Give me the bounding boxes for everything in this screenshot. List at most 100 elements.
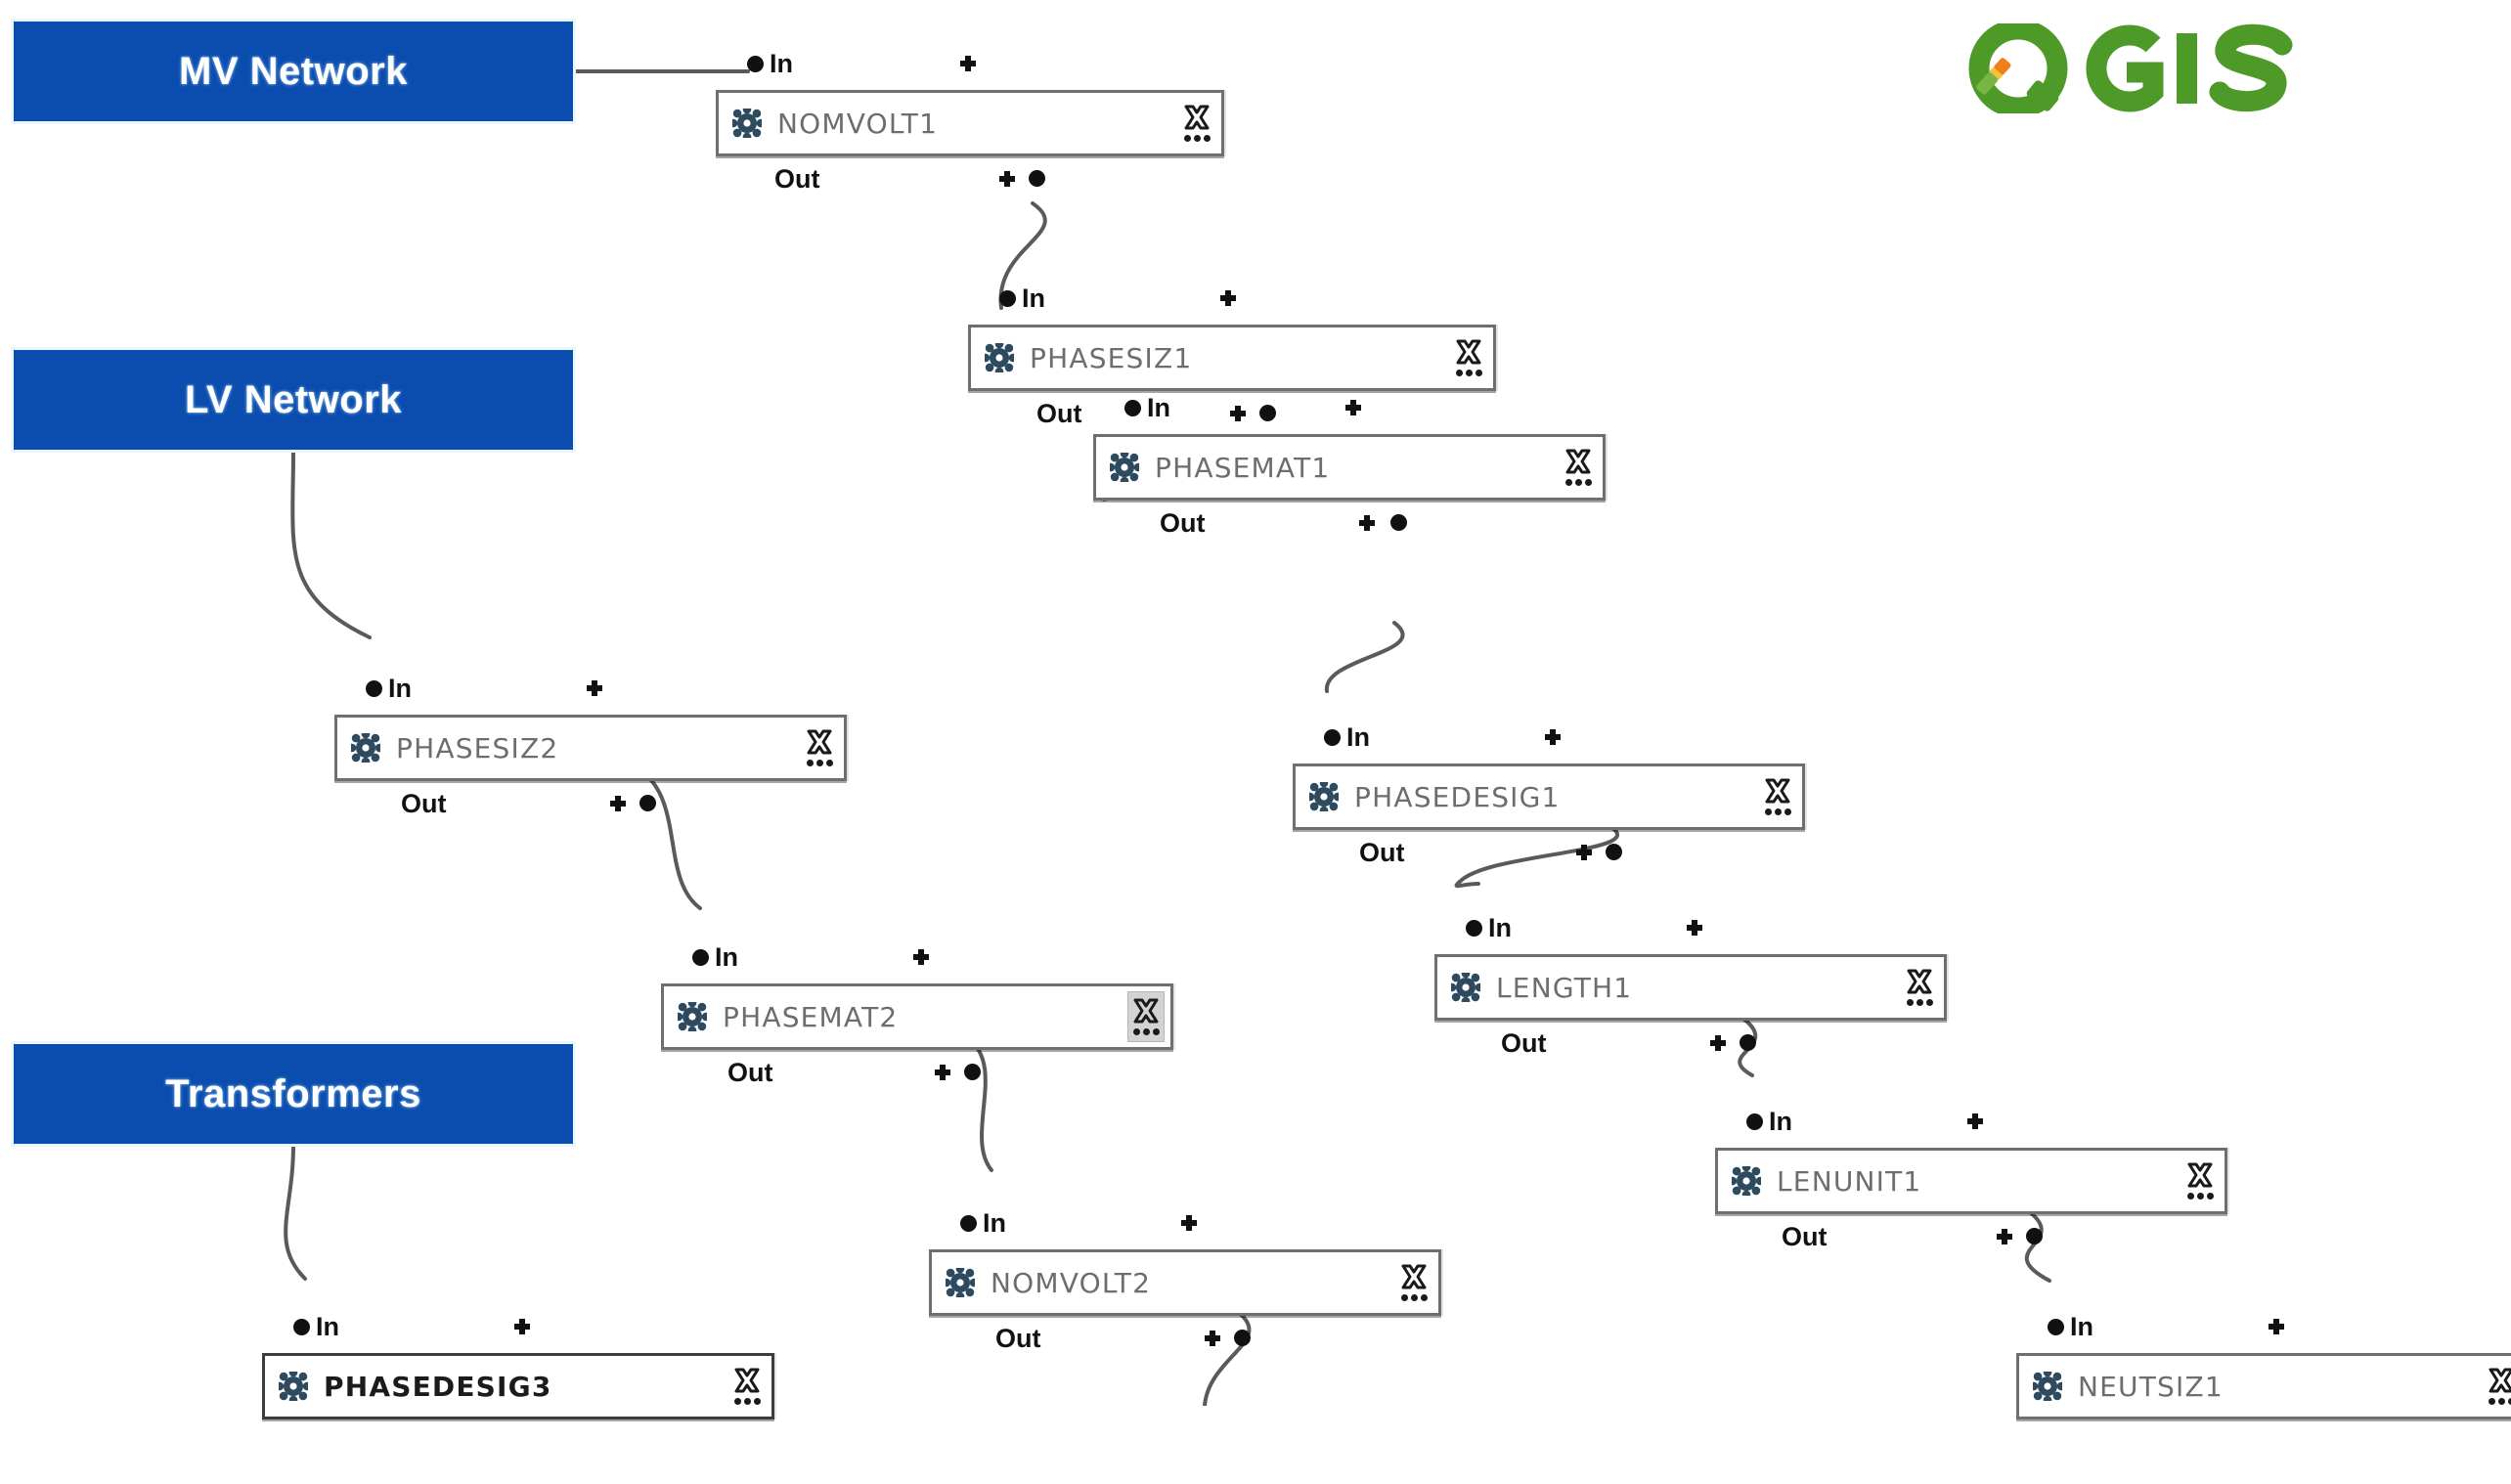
port-dot-icon[interactable] xyxy=(639,795,656,811)
algorithm-node-phasedesig3[interactable]: In PHASEDESIG3 xyxy=(262,1310,774,1484)
node-input-port[interactable]: In xyxy=(747,47,793,80)
three-dots-icon[interactable] xyxy=(1132,1027,1160,1036)
close-x-icon[interactable] xyxy=(805,728,834,756)
plus-marker-icon[interactable] xyxy=(1345,400,1361,415)
algorithm-node-length1[interactable]: In LENGTH1 Out xyxy=(1434,911,1947,1085)
node-output-port[interactable]: Out xyxy=(995,1322,1041,1355)
group-label-lv-network[interactable]: LV Network xyxy=(14,350,573,450)
port-dot-icon[interactable] xyxy=(293,1318,310,1335)
close-x-icon[interactable] xyxy=(2487,1367,2511,1394)
three-dots-icon[interactable] xyxy=(1455,369,1482,377)
node-corner-controls[interactable] xyxy=(1760,772,1795,821)
port-dot-icon[interactable] xyxy=(1466,919,1482,937)
port-dot-icon[interactable] xyxy=(366,679,382,697)
node-output-port[interactable]: Out xyxy=(1160,506,1206,540)
node-input-port[interactable]: In xyxy=(960,1206,1006,1240)
port-dot-icon[interactable] xyxy=(964,1064,981,1080)
node-output-port[interactable]: Out xyxy=(1782,1220,1828,1253)
node-body[interactable]: PHASESIZ1 xyxy=(968,325,1496,391)
port-dot-icon[interactable] xyxy=(1746,1113,1763,1130)
node-corner-controls[interactable] xyxy=(2182,1157,2218,1205)
plus-marker-icon[interactable] xyxy=(1576,845,1592,860)
port-dot-icon[interactable] xyxy=(1259,405,1276,421)
plus-marker-icon[interactable] xyxy=(587,680,602,696)
three-dots-icon[interactable] xyxy=(733,1397,761,1406)
close-x-icon[interactable] xyxy=(732,1367,762,1394)
close-x-icon[interactable] xyxy=(1763,777,1792,805)
node-body[interactable]: LENUNIT1 xyxy=(1715,1148,2227,1214)
plus-marker-icon[interactable] xyxy=(913,949,929,965)
port-dot-icon[interactable] xyxy=(1324,728,1341,746)
port-dot-icon[interactable] xyxy=(1390,514,1407,531)
algorithm-node-phasemat1[interactable]: In PHASEMAT1 Out xyxy=(1093,391,1606,565)
node-corner-controls[interactable] xyxy=(729,1362,765,1411)
node-corner-controls[interactable] xyxy=(1127,991,1165,1042)
node-input-port[interactable]: In xyxy=(1466,911,1512,944)
node-input-port[interactable]: In xyxy=(293,1310,339,1343)
close-x-icon[interactable] xyxy=(1399,1263,1429,1290)
port-dot-icon[interactable] xyxy=(2026,1228,2043,1244)
three-dots-icon[interactable] xyxy=(1400,1293,1428,1302)
node-output-port[interactable]: Out xyxy=(727,1056,773,1089)
close-x-icon[interactable] xyxy=(2185,1161,2215,1189)
node-output-port[interactable]: Out xyxy=(1359,836,1405,869)
port-dot-icon[interactable] xyxy=(1124,399,1141,416)
node-corner-controls[interactable] xyxy=(1396,1258,1432,1307)
algorithm-node-nomvolt1[interactable]: In NOMVOLT1 Out xyxy=(716,47,1224,221)
close-x-icon[interactable] xyxy=(1131,997,1161,1025)
node-body[interactable]: PHASEDESIG1 xyxy=(1293,764,1805,830)
node-corner-controls[interactable] xyxy=(1902,963,1937,1012)
node-corner-controls[interactable] xyxy=(1561,443,1596,492)
node-corner-controls[interactable] xyxy=(802,723,837,772)
node-output-port[interactable]: Out xyxy=(1501,1026,1547,1060)
plus-marker-icon[interactable] xyxy=(2269,1319,2284,1334)
node-input-port[interactable]: In xyxy=(999,282,1045,315)
port-dot-icon[interactable] xyxy=(1029,170,1045,187)
node-body[interactable]: LENGTH1 xyxy=(1434,954,1947,1021)
node-corner-controls[interactable] xyxy=(1451,333,1486,382)
plus-marker-icon[interactable] xyxy=(1997,1229,2012,1244)
group-label-transformers[interactable]: Transformers xyxy=(14,1044,573,1144)
group-label-mv-network[interactable]: MV Network xyxy=(14,22,573,121)
three-dots-icon[interactable] xyxy=(1564,478,1592,487)
connector-lv-to-phasesiz2[interactable] xyxy=(290,450,372,639)
plus-marker-icon[interactable] xyxy=(610,796,626,811)
node-corner-controls[interactable] xyxy=(1179,99,1214,148)
algorithm-node-phasemat2[interactable]: In PHASEMAT2 Out xyxy=(661,940,1173,1114)
three-dots-icon[interactable] xyxy=(1906,998,1933,1007)
plus-marker-icon[interactable] xyxy=(514,1319,530,1334)
connector-phasemat1-to-phasedesig1[interactable] xyxy=(1324,621,1405,693)
plus-marker-icon[interactable] xyxy=(960,56,976,71)
plus-marker-icon[interactable] xyxy=(1230,406,1246,421)
plus-marker-icon[interactable] xyxy=(999,171,1015,187)
node-body[interactable]: NOMVOLT1 xyxy=(716,90,1224,156)
plus-marker-icon[interactable] xyxy=(1181,1215,1197,1231)
node-body[interactable]: PHASESIZ2 xyxy=(334,715,847,781)
node-input-port[interactable]: In xyxy=(1124,391,1170,424)
port-dot-icon[interactable] xyxy=(1234,1330,1251,1346)
plus-marker-icon[interactable] xyxy=(935,1065,950,1080)
port-dot-icon[interactable] xyxy=(1606,844,1622,860)
algorithm-node-phasesiz2[interactable]: In PHASESIZ2 Out xyxy=(334,672,847,846)
node-input-port[interactable]: In xyxy=(1324,720,1370,754)
three-dots-icon[interactable] xyxy=(806,759,833,767)
node-body[interactable]: PHASEMAT1 xyxy=(1093,434,1606,501)
port-dot-icon[interactable] xyxy=(960,1214,977,1232)
node-output-port[interactable]: Out xyxy=(774,162,820,196)
plus-marker-icon[interactable] xyxy=(1710,1035,1726,1051)
algorithm-node-neutsiz1[interactable]: In NEUTSIZ1 xyxy=(2016,1310,2511,1484)
plus-marker-icon[interactable] xyxy=(1967,1113,1983,1129)
close-x-icon[interactable] xyxy=(1564,448,1593,475)
node-input-port[interactable]: In xyxy=(1746,1105,1792,1138)
algorithm-node-nomvolt2[interactable]: In NOMVOLT2 Out xyxy=(929,1206,1441,1380)
close-x-icon[interactable] xyxy=(1182,104,1211,131)
node-input-port[interactable]: In xyxy=(366,672,412,705)
algorithm-node-phasedesig1[interactable]: In PHASEDESIG1 Out xyxy=(1293,720,1805,895)
three-dots-icon[interactable] xyxy=(1764,807,1791,816)
node-output-port[interactable]: Out xyxy=(401,787,447,820)
plus-marker-icon[interactable] xyxy=(1359,515,1375,531)
close-x-icon[interactable] xyxy=(1905,968,1934,995)
plus-marker-icon[interactable] xyxy=(1220,290,1236,306)
node-body[interactable]: NOMVOLT2 xyxy=(929,1249,1441,1316)
plus-marker-icon[interactable] xyxy=(1687,920,1702,936)
